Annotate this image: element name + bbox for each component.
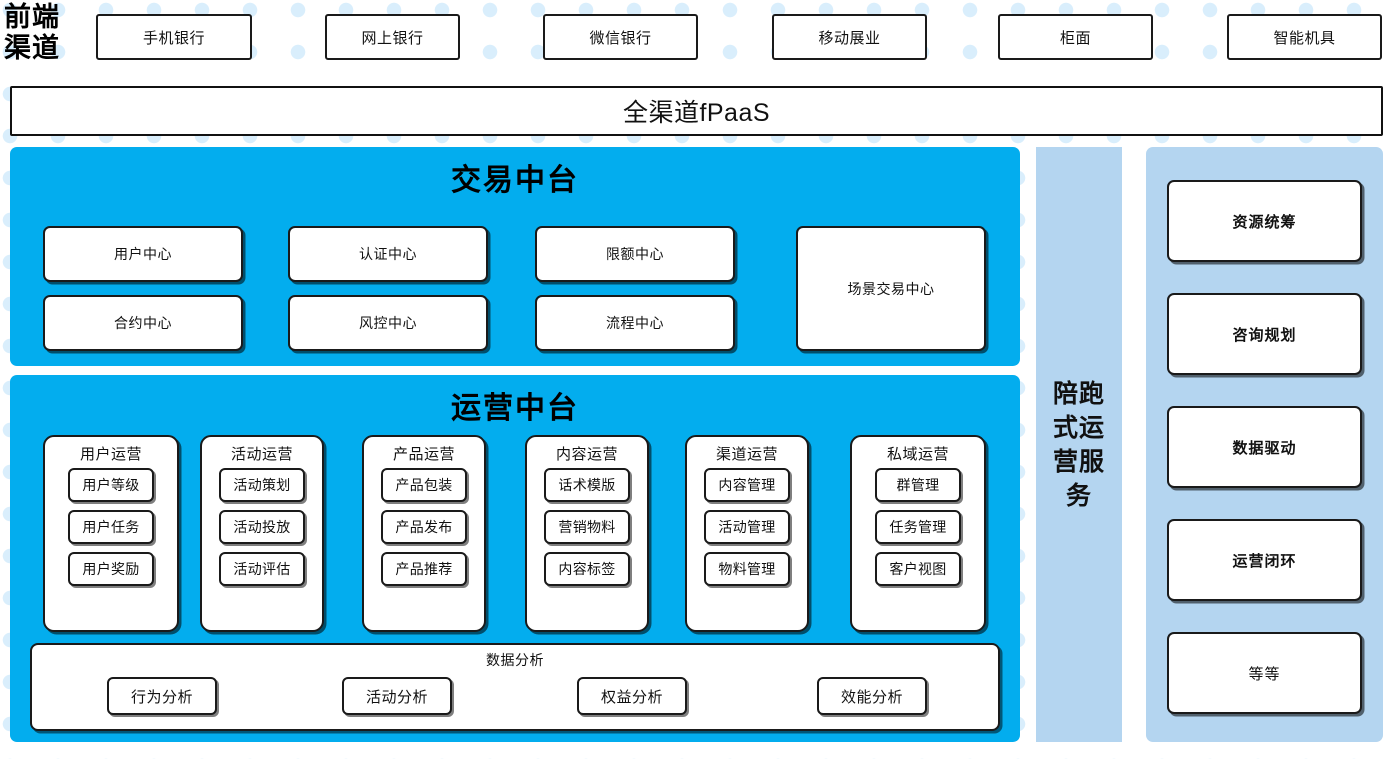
ops-group-private-domain[interactable]: 私域运营 群管理 任务管理 客户视图 [850, 435, 986, 632]
ops-group-content[interactable]: 内容运营 话术模版 营销物料 内容标签 [525, 435, 649, 632]
ops-item[interactable]: 群管理 [875, 468, 961, 502]
data-analysis-title: 数据分析 [486, 652, 544, 668]
service-banner-label: 陪跑式运营服务 [1052, 379, 1105, 510]
ops-group-title: 活动运营 [230, 446, 293, 463]
ops-group-activity[interactable]: 活动运营 活动策划 活动投放 活动评估 [200, 435, 324, 632]
ops-group-product[interactable]: 产品运营 产品包装 产品发布 产品推荐 [362, 435, 486, 632]
ops-item[interactable]: 客户视图 [875, 552, 961, 586]
ops-item[interactable]: 用户奖励 [68, 552, 154, 586]
ops-center-title: 运营中台 [451, 392, 579, 425]
analysis-item-benefit[interactable]: 权益分析 [577, 677, 687, 715]
ops-item[interactable]: 话术模版 [544, 468, 630, 502]
service-box-ops-closed-loop[interactable]: 运营闭环 [1167, 519, 1362, 601]
front-channel-row: 前端渠道 手机银行 网上银行 微信银行 移动展业 柜面 智能机具 [0, 0, 1393, 80]
ops-item[interactable]: 活动策划 [219, 468, 305, 502]
analysis-item-activity[interactable]: 活动分析 [342, 677, 452, 715]
ops-item[interactable]: 活动评估 [219, 552, 305, 586]
channel-box-smart-machine[interactable]: 智能机具 [1227, 14, 1382, 60]
data-analysis-box[interactable]: 数据分析 行为分析 活动分析 权益分析 效能分析 [30, 643, 1000, 731]
ops-item[interactable]: 活动管理 [704, 510, 790, 544]
ops-item[interactable]: 用户任务 [68, 510, 154, 544]
ops-item[interactable]: 内容标签 [544, 552, 630, 586]
service-column: 资源统筹 咨询规划 数据驱动 运营闭环 等等 [1146, 147, 1383, 742]
front-channel-label: 前端渠道 [4, 2, 60, 63]
ops-group-title: 产品运营 [392, 446, 455, 463]
ops-item[interactable]: 产品推荐 [381, 552, 467, 586]
channel-box-wechat-bank[interactable]: 微信银行 [543, 14, 698, 60]
channel-box-online-bank[interactable]: 网上银行 [325, 14, 460, 60]
ops-item[interactable]: 内容管理 [704, 468, 790, 502]
ops-item[interactable]: 任务管理 [875, 510, 961, 544]
trade-box-process-center[interactable]: 流程中心 [535, 295, 735, 351]
service-box-consulting-planning[interactable]: 咨询规划 [1167, 293, 1362, 375]
trade-box-scene-transaction-center[interactable]: 场景交易中心 [796, 226, 986, 351]
ops-center-panel: 运营中台 用户运营 用户等级 用户任务 用户奖励 活动运营 活动策划 活动投放 … [10, 375, 1020, 742]
trade-box-user-center[interactable]: 用户中心 [43, 226, 243, 282]
ops-group-title: 内容运营 [555, 446, 618, 463]
service-box-data-driven[interactable]: 数据驱动 [1167, 406, 1362, 488]
trade-box-auth-center[interactable]: 认证中心 [288, 226, 488, 282]
ops-item[interactable]: 营销物料 [544, 510, 630, 544]
ops-item[interactable]: 活动投放 [219, 510, 305, 544]
ops-item[interactable]: 产品包装 [381, 468, 467, 502]
trade-center-title: 交易中台 [451, 164, 579, 197]
channel-box-counter[interactable]: 柜面 [998, 14, 1153, 60]
fpaas-bar[interactable]: 全渠道fPaaS [10, 86, 1383, 136]
ops-group-user[interactable]: 用户运营 用户等级 用户任务 用户奖励 [43, 435, 179, 632]
analysis-item-efficiency[interactable]: 效能分析 [817, 677, 927, 715]
service-box-resource-coordination[interactable]: 资源统筹 [1167, 180, 1362, 262]
service-banner: 陪跑式运营服务 [1036, 147, 1122, 742]
ops-group-title: 用户运营 [79, 446, 142, 463]
ops-group-title: 私域运营 [886, 446, 949, 463]
service-box-etc[interactable]: 等等 [1167, 632, 1362, 714]
ops-item[interactable]: 用户等级 [68, 468, 154, 502]
trade-center-panel: 交易中台 用户中心 认证中心 限额中心 合约中心 风控中心 流程中心 场景交易中… [10, 147, 1020, 366]
trade-box-risk-center[interactable]: 风控中心 [288, 295, 488, 351]
ops-group-title: 渠道运营 [715, 446, 778, 463]
ops-group-channel[interactable]: 渠道运营 内容管理 活动管理 物料管理 [685, 435, 809, 632]
trade-box-limit-center[interactable]: 限额中心 [535, 226, 735, 282]
channel-box-mobile-bank[interactable]: 手机银行 [96, 14, 252, 60]
ops-item[interactable]: 产品发布 [381, 510, 467, 544]
channel-box-mobile-biz[interactable]: 移动展业 [772, 14, 927, 60]
trade-box-contract-center[interactable]: 合约中心 [43, 295, 243, 351]
ops-item[interactable]: 物料管理 [704, 552, 790, 586]
analysis-item-behavior[interactable]: 行为分析 [107, 677, 217, 715]
